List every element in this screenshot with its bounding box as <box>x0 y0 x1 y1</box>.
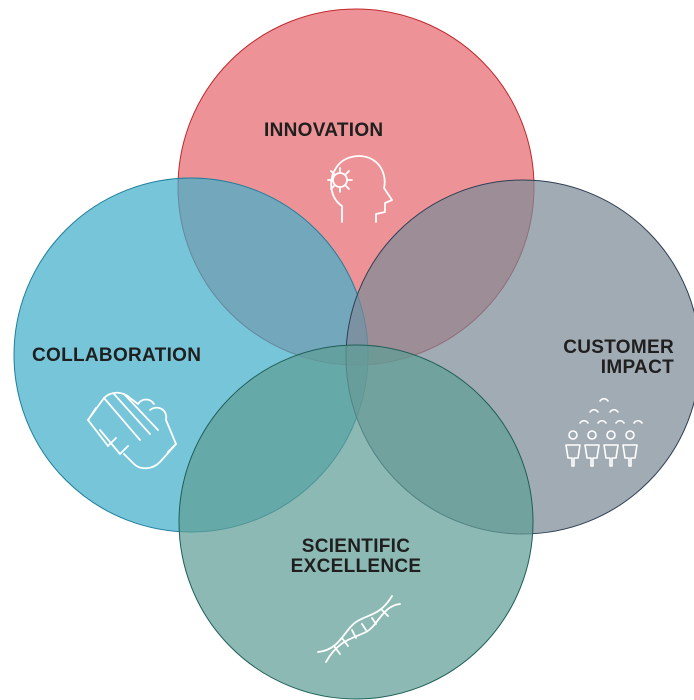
people-group-icon <box>565 397 643 467</box>
head-gear-icon <box>327 155 393 223</box>
scientific-excellence-title-line-2: EXCELLENCE <box>290 556 422 577</box>
dna-icon <box>317 595 401 663</box>
scientific-excellence-label: SCIENTIFIC EXCELLENCE <box>271 537 441 577</box>
collaboration-title: COLLABORATION <box>32 345 202 366</box>
customer-impact-title-line-2: IMPACT <box>600 357 674 378</box>
innovation-title: INNOVATION <box>264 120 384 141</box>
collaboration-label: COLLABORATION <box>32 346 201 366</box>
scientific-excellence-circle <box>178 344 534 700</box>
scientific-excellence-title-line-1: SCIENTIFIC <box>301 536 411 557</box>
customer-impact-title-line-1: CUSTOMER <box>563 337 674 358</box>
customer-impact-label: CUSTOMER IMPACT <box>563 338 674 378</box>
handshake-icon <box>87 391 177 470</box>
innovation-label: INNOVATION <box>264 121 383 141</box>
